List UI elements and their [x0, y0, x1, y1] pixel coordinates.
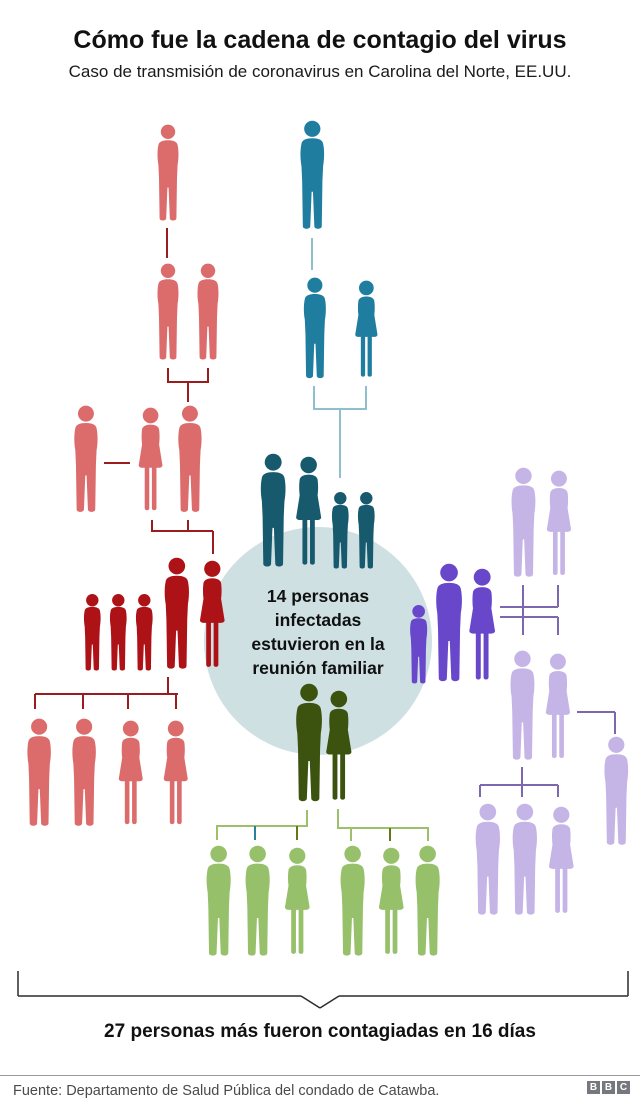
darkred-family-person-child [83, 594, 101, 671]
teal-gen2-person-male [303, 277, 326, 379]
pink-gen3-person-male [178, 405, 202, 512]
pink-gen4-person-female [118, 720, 143, 825]
green-parents-person-male [296, 683, 322, 802]
connector-segment [300, 995, 321, 1009]
circle-text-line: reunión familiar [252, 658, 384, 678]
darkteal-family-person-child [331, 492, 349, 569]
darkteal-family-person-male [260, 453, 286, 567]
lavender-pair-top-person-female [546, 470, 572, 576]
lavender-pair-top-person-male [511, 467, 536, 577]
lavender-pair-mid-person-female [545, 653, 571, 759]
bbc-logo: B B C [587, 1081, 630, 1094]
circle-text-line: estuvieron en la [251, 634, 385, 654]
teal-index-person-male [300, 120, 325, 229]
pink-gen3-person-male [74, 405, 98, 512]
green-contacts-person-male [415, 845, 440, 956]
connector-segment [319, 995, 340, 1009]
pink-gen3-person-female [138, 407, 163, 511]
page-title: Cómo fue la cadena de contagio del virus [73, 26, 567, 54]
pink-index-person-male [157, 124, 179, 221]
circle-text-line: infectadas [274, 610, 362, 630]
source-text: Fuente: Departamento de Salud Pública de… [13, 1083, 440, 1099]
bbc-logo-block: B [587, 1081, 600, 1094]
pink-gen2-person-male [157, 263, 179, 360]
darkteal-family-person-child [357, 492, 375, 569]
purple-family-person-child [410, 605, 428, 684]
green-contacts-person-female [378, 847, 404, 954]
page-subtitle: Caso de transmisión de coronavirus en Ca… [68, 62, 572, 81]
teal-gen2-person-female [355, 280, 378, 377]
bottom-caption: 27 personas más fueron contagiadas en 16… [104, 1021, 536, 1042]
lavender-single-person-male [604, 736, 629, 845]
lavender-trio-person-male [475, 803, 500, 915]
green-parents-person-female [326, 690, 352, 800]
darkred-family-person-female [199, 560, 225, 667]
darkteal-family-person-female [296, 456, 322, 565]
green-contacts-person-male [245, 845, 270, 956]
pink-gen4-person-female [163, 720, 188, 825]
green-contacts-person-male [206, 845, 231, 956]
pink-gen4-person-male [27, 718, 51, 826]
purple-family-person-male [436, 563, 462, 682]
pink-gen2-person-male [197, 263, 219, 360]
purple-family-person-female [469, 568, 496, 680]
lavender-pair-mid-person-male [510, 650, 535, 760]
center-circle-label: 14 personas infectadas estuvieron en la … [204, 584, 432, 680]
pink-gen4-person-male [72, 718, 96, 826]
bbc-logo-block: C [617, 1081, 630, 1094]
darkred-family-person-male [164, 557, 189, 669]
footer-divider [0, 1075, 640, 1076]
darkred-family-person-child [135, 594, 153, 671]
lavender-trio-person-male [512, 803, 537, 915]
bbc-logo-block: B [602, 1081, 615, 1094]
lavender-trio-person-female [548, 806, 574, 913]
green-contacts-person-female [284, 847, 310, 954]
darkred-family-person-child [109, 594, 127, 671]
green-contacts-person-male [340, 845, 365, 956]
circle-text-line: 14 personas [266, 586, 370, 606]
